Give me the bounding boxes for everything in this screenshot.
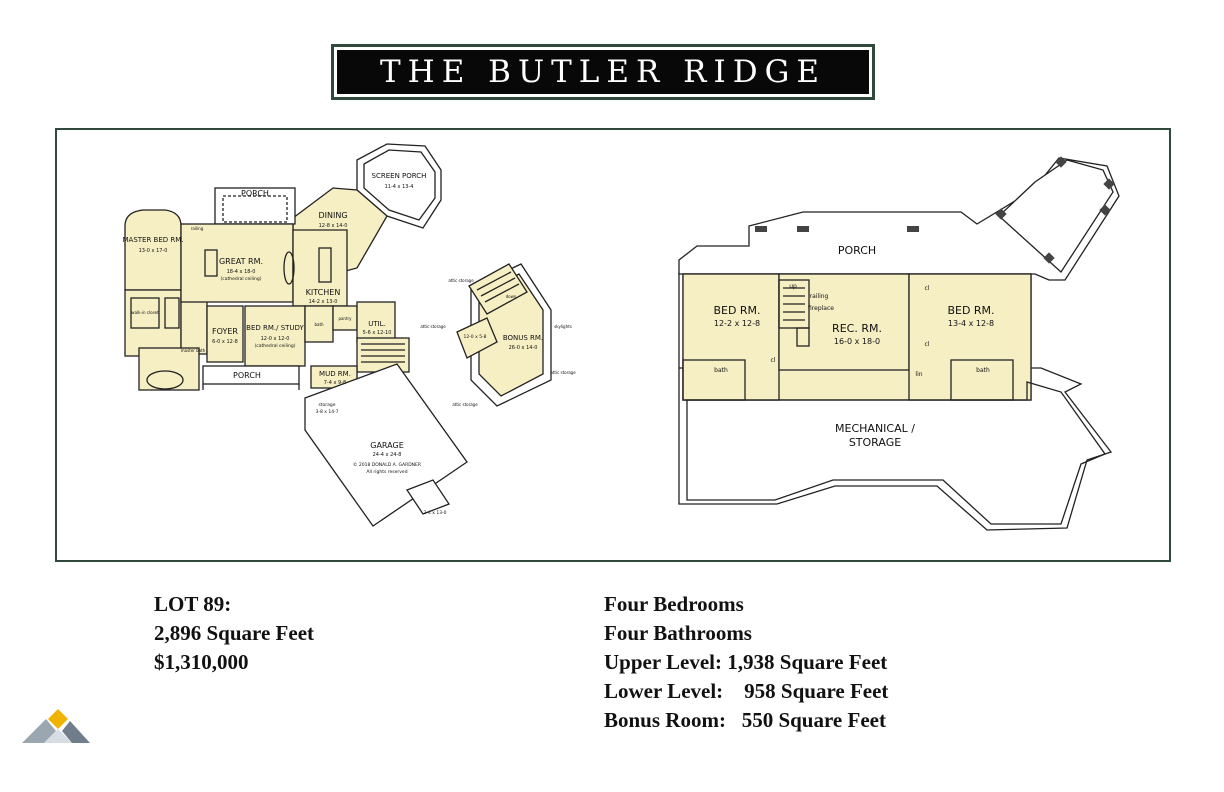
spec-bonus-room: Bonus Room: 550 Square Feet <box>604 708 886 732</box>
rec-room-label: REC. RM. <box>832 322 882 335</box>
attic-storage-1: attic storage <box>448 278 474 283</box>
stair-up-label: up <box>789 283 797 290</box>
dining-label: DINING <box>318 211 347 220</box>
lot-number: LOT 89: <box>154 592 232 616</box>
foyer-dim: 6-0 x 12-8 <box>212 339 238 345</box>
mechanical-label: MECHANICAL / <box>835 422 915 435</box>
lower-railing-label: railing <box>810 293 829 300</box>
walk-in-closet-label: walk-in closet <box>131 310 159 315</box>
spec-lower-level: Lower Level: 958 Square Feet <box>604 679 889 703</box>
bonus-room-dim: 26-0 x 14-0 <box>509 345 538 351</box>
company-logo-icon <box>22 705 90 749</box>
rights-text: All rights reserved <box>366 469 407 475</box>
lot-square-feet: 2,896 Square Feet <box>154 621 315 645</box>
lower-bed1-dim: 12-2 x 12-8 <box>714 319 760 328</box>
porch-top-label: PORCH <box>241 189 269 198</box>
mud-room-dim: 7-4 x 9-8 <box>324 380 346 386</box>
linen-label: lin <box>915 371 922 378</box>
lower-bed1-label: BED RM. <box>713 304 760 317</box>
rec-room-dim: 16-0 x 18-0 <box>834 337 880 346</box>
foyer-label: FOYER <box>212 327 238 336</box>
great-room-dim: 18-4 x 18-0 <box>227 269 256 275</box>
storage-lower-label: STORAGE <box>849 436 901 449</box>
bonus-small-dim: 12-0 x 5-8 <box>463 334 486 340</box>
closet-label-1: cl <box>771 357 776 364</box>
master-bed-dim: 13-0 x 17-0 <box>139 248 168 254</box>
bath-label: bath <box>314 322 324 327</box>
screen-porch-label: SCREEN PORCH <box>372 172 427 180</box>
lot-info: LOT 89: 2,896 Square Feet $1,310,000 <box>154 590 314 677</box>
storage-dim: 3-8 x 14-7 <box>315 409 338 415</box>
floor-plan-frame: PORCH SCREEN PORCH 11-4 x 13-4 DINING 12… <box>55 128 1171 562</box>
pantry-label: pantry <box>338 316 352 321</box>
garage-extension-dim: 2-4 x 13-0 <box>423 510 446 516</box>
lower-bath1-label: bath <box>714 367 728 374</box>
attic-storage-4: attic storage <box>550 370 576 375</box>
lower-porch-label: PORCH <box>838 244 876 257</box>
master-bed-label: MASTER BED RM. <box>122 236 183 244</box>
screen-porch-dim: 11-4 x 13-4 <box>385 184 414 190</box>
railing-label: railing <box>191 226 204 231</box>
dining-dim: 12-8 x 14-0 <box>319 223 348 229</box>
closet-label-3: cl <box>925 341 930 348</box>
lower-level-plan <box>678 157 1120 531</box>
kitchen-dim: 14-2 x 13-0 <box>309 299 338 305</box>
copyright-text: © 2018 DONALD A. GARDNER <box>353 461 421 468</box>
lower-bed2-dim: 13-4 x 12-8 <box>948 319 994 328</box>
spec-bathrooms: Four Bathrooms <box>604 621 752 645</box>
bonus-room-label: BONUS RM. <box>503 334 543 342</box>
bonus-room-plan <box>456 263 552 407</box>
spec-upper-level: Upper Level: 1,938 Square Feet <box>604 650 888 674</box>
great-room-label: GREAT RM. <box>219 257 263 266</box>
util-label: UTIL. <box>368 320 386 328</box>
storage-label: storage <box>318 402 335 408</box>
study-note: (cathedral ceiling) <box>255 343 296 349</box>
closet-label-2: cl <box>925 285 930 292</box>
study-dim: 12-0 x 12-0 <box>261 336 290 342</box>
fireplace-label: fireplace <box>808 305 834 312</box>
lower-bed2-label: BED RM. <box>947 304 994 317</box>
page-title: THE BUTLER RIDGE <box>337 50 869 94</box>
skylights-label: skylights <box>554 324 572 329</box>
mud-room-label: MUD RM. <box>319 370 351 378</box>
great-room-note: (cathedral ceiling) <box>221 276 262 282</box>
lot-price: $1,310,000 <box>154 650 249 674</box>
study-label: BED RM./ STUDY <box>246 324 304 332</box>
spec-bedrooms: Four Bedrooms <box>604 592 744 616</box>
attic-storage-3: attic storage <box>452 402 478 407</box>
home-specs: Four Bedrooms Four Bathrooms Upper Level… <box>604 590 888 735</box>
porch-bottom-label: PORCH <box>233 371 261 380</box>
kitchen-label: KITCHEN <box>306 288 341 297</box>
main-floor-plan <box>124 143 468 527</box>
attic-storage-2: attic storage <box>420 324 446 329</box>
master-bath-label: master bath <box>181 348 206 353</box>
lower-bath2-label: bath <box>976 367 990 374</box>
util-dim: 5-6 x 12-10 <box>363 330 392 336</box>
floor-plan-drawing: PORCH SCREEN PORCH 11-4 x 13-4 DINING 12… <box>122 143 1120 531</box>
garage-dim: 24-4 x 24-8 <box>373 452 402 458</box>
bonus-down-label: down <box>506 294 517 299</box>
garage-label: GARAGE <box>370 441 404 450</box>
title-banner: THE BUTLER RIDGE <box>331 44 875 100</box>
